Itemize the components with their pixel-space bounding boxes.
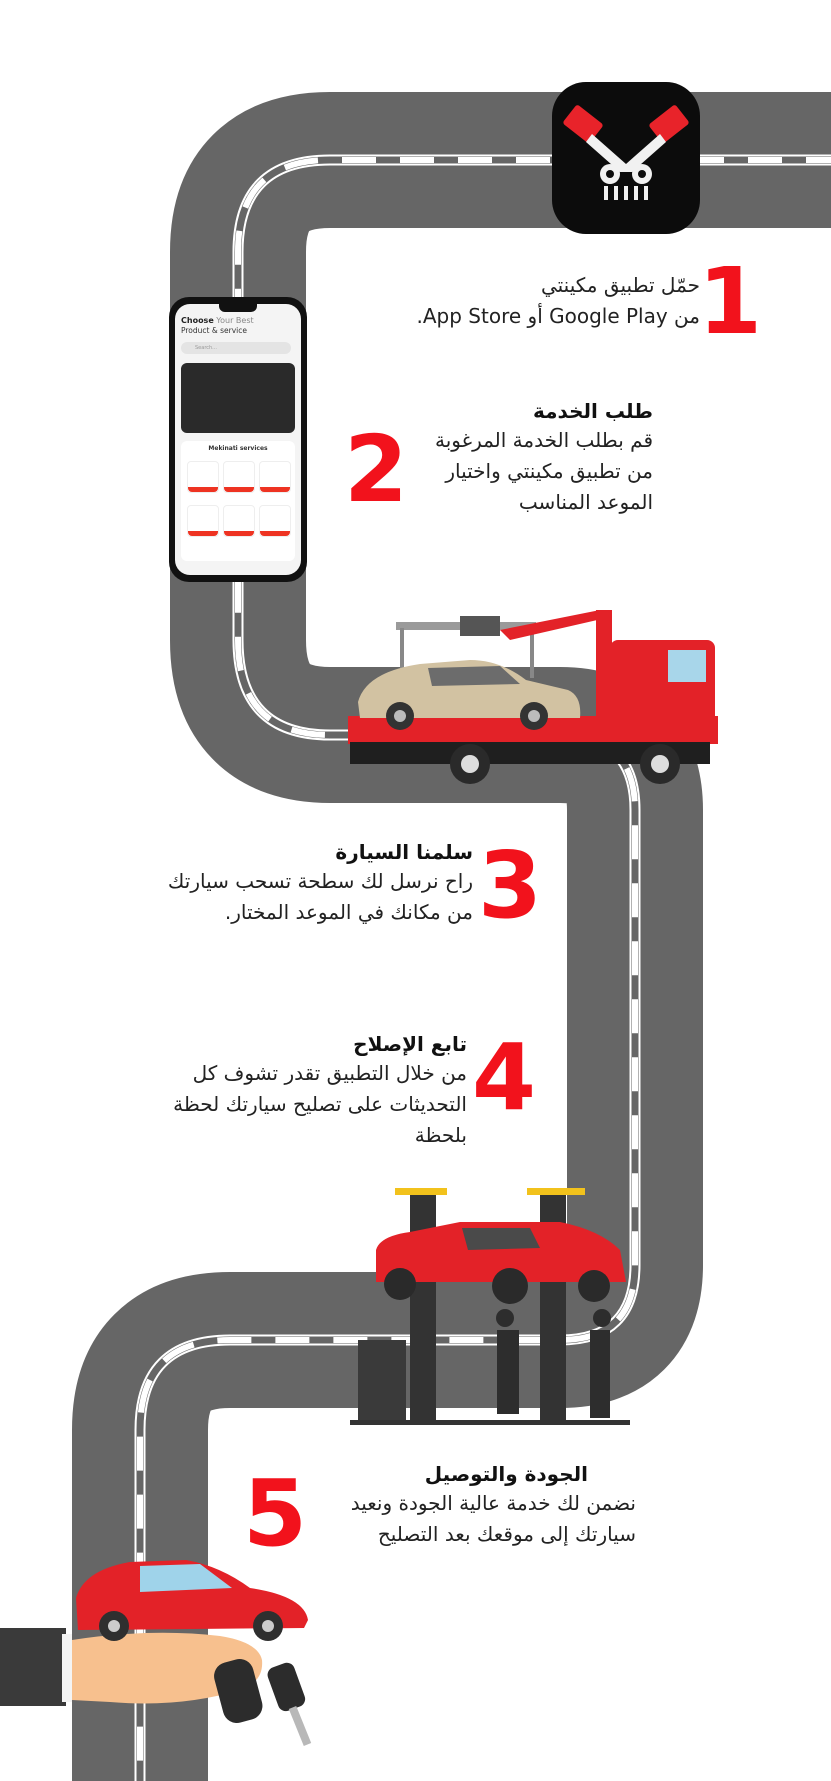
service-tile — [223, 461, 255, 493]
phone-services-card: Mekinati services — [181, 441, 295, 561]
step-1-line-2: من Google Play أو App Store. — [416, 304, 700, 328]
step-5-line-1: نضمن لك خدمة عالية الجودة ونعيد — [350, 1491, 636, 1515]
step-2-title: طلب الخدمة — [533, 399, 653, 423]
step-2-line-3: الموعد المناسب — [518, 490, 653, 514]
step-4-number: 4 — [472, 1024, 537, 1131]
step-2-text: طلب الخدمة قم بطلب الخدمة المرغوبة من تط… — [435, 397, 653, 518]
tow-truck-illustration — [348, 610, 718, 784]
step-4-line-2: التحديثات على تصليح سيارتك لحظة — [173, 1092, 467, 1116]
service-tile — [187, 461, 219, 493]
step-1-line-1: حمّل تطبيق مكينتي — [540, 273, 700, 297]
phone-bottom-nav — [175, 566, 301, 575]
step-3-title: سلمنا السيارة — [335, 840, 473, 864]
step-2-number: 2 — [344, 416, 409, 523]
step-3-line-1: راح نرسل لك سطحة تسحب سيارتك — [167, 869, 473, 893]
service-tile — [259, 505, 291, 537]
phone-banner — [181, 363, 295, 433]
phone-header-bold: Choose — [181, 316, 214, 325]
step-5-text: الجودة والتوصيل نضمن لك خدمة عالية الجود… — [351, 1460, 636, 1550]
step-5-title: الجودة والتوصيل — [424, 1462, 588, 1486]
phone-header-rest: Your Best — [213, 316, 254, 325]
step-5-number: 5 — [243, 1460, 308, 1567]
service-tile — [259, 461, 291, 493]
step-1-number: 1 — [698, 248, 763, 355]
app-logo-engine-icon — [552, 82, 700, 234]
service-tile — [223, 505, 255, 537]
phone-header: Choose Your Best — [181, 316, 254, 325]
car-lift-illustration — [350, 1188, 630, 1425]
phone-screen: Choose Your Best Product & service Searc… — [175, 304, 301, 575]
hand-car-keys-illustration — [0, 1560, 312, 1747]
phone-search-bar: Search... — [181, 342, 291, 354]
step-3-line-2: من مكانك في الموعد المختار. — [224, 900, 473, 924]
phone-mockup: Choose Your Best Product & service Searc… — [169, 297, 307, 582]
step-4-line-3: بلحظة — [414, 1123, 467, 1147]
phone-subheader: Product & service — [181, 326, 247, 335]
step-2-line-1: قم بطلب الخدمة المرغوبة — [435, 428, 653, 452]
phone-services-title: Mekinati services — [208, 445, 268, 452]
step-1-text: حمّل تطبيق مكينتي من Google Play أو App … — [417, 270, 700, 332]
step-2-line-2: من تطبيق مكينتي واختيار — [445, 459, 653, 483]
step-3-number: 3 — [478, 832, 543, 939]
step-4-title: تابع الإصلاح — [353, 1032, 467, 1056]
service-tile — [187, 505, 219, 537]
step-5-line-2: سيارتك إلى موقعك بعد التصليح — [377, 1522, 636, 1546]
step-4-text: تابع الإصلاح من خلال التطبيق تقدر تشوف ك… — [173, 1030, 467, 1151]
step-4-line-1: من خلال التطبيق تقدر تشوف كل — [192, 1061, 467, 1085]
phone-notch — [219, 304, 257, 312]
step-3-text: سلمنا السيارة راح نرسل لك سطحة تسحب سيار… — [168, 838, 473, 928]
